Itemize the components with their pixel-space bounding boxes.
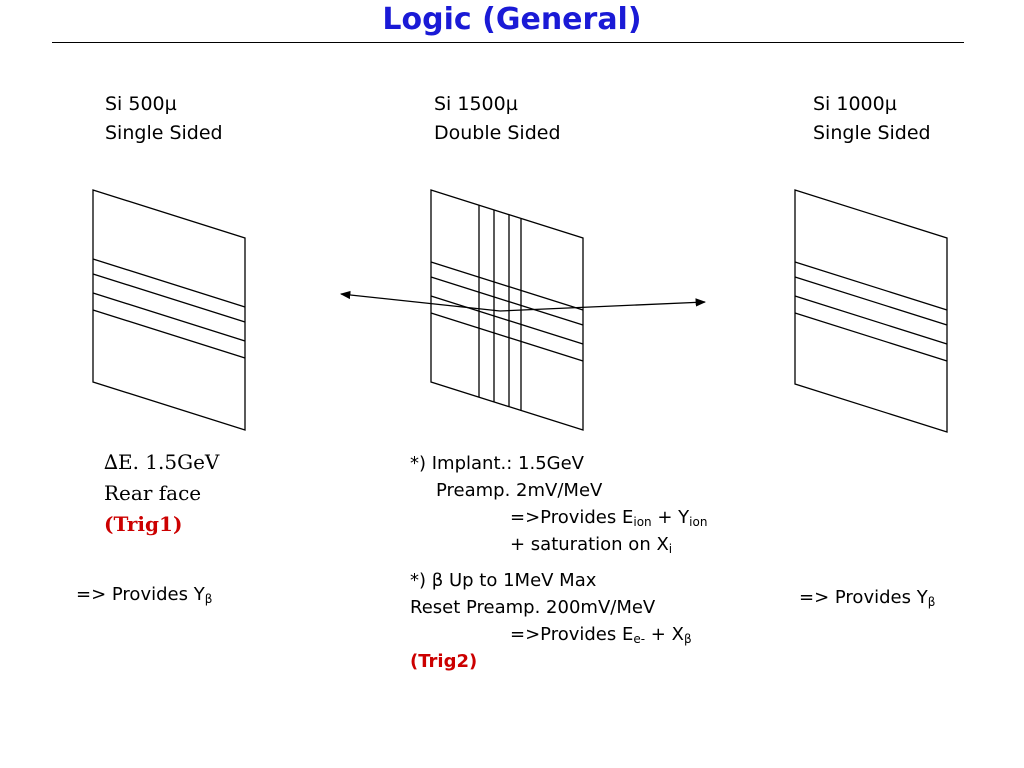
detector-type: Single Sided xyxy=(813,122,931,144)
trajectory-arrow-right xyxy=(499,298,707,312)
detector-plate xyxy=(430,189,584,431)
detector-type: Double Sided xyxy=(434,122,561,144)
strip-line xyxy=(794,295,948,345)
reset-preamp-line: Reset Preamp. 200mV/MeV xyxy=(410,597,656,618)
center-note-beta: *) β Up to 1MeV Max Reset Preamp. 200mV/… xyxy=(410,567,692,675)
strip-line xyxy=(794,312,948,362)
detector-type: Single Sided xyxy=(105,122,223,144)
strip-line xyxy=(92,309,246,359)
detector-label-right: Si 1000µ Single Sided xyxy=(813,90,931,148)
detector-plate xyxy=(92,189,246,431)
right-provides: => Provides Yβ xyxy=(799,587,936,609)
left-note-face: Rear face xyxy=(104,481,202,505)
detector-plate xyxy=(794,189,948,433)
beta-symbol: β xyxy=(431,570,444,591)
beta-line: *) β Up to 1MeV Max xyxy=(410,570,597,591)
detector-name: Si 1500µ xyxy=(434,93,518,115)
strip-line xyxy=(92,292,246,342)
detector-name: Si 500µ xyxy=(105,93,177,115)
saturation-line: + saturation on Xi xyxy=(510,534,673,556)
strip-line xyxy=(92,258,246,308)
preamp-line: Preamp. 2mV/MeV xyxy=(436,480,603,501)
strip-line xyxy=(430,261,584,311)
trig2-label: (Trig2) xyxy=(410,651,478,672)
strip-line xyxy=(794,276,948,326)
delta-symbol: ∆ xyxy=(104,450,118,474)
strip-line xyxy=(430,312,584,362)
trajectory-arrow-left xyxy=(339,290,501,312)
detector-center xyxy=(430,189,584,431)
left-note: ∆E. 1.5GeV Rear face (Trig1) xyxy=(104,447,219,540)
strip-line xyxy=(92,273,246,323)
left-note-trigger: (Trig1) xyxy=(104,512,183,536)
provides-ion-line: =>Provides Eion + Yion xyxy=(510,507,708,529)
provides-electron-line: =>Provides Ee- + Xβ xyxy=(510,624,692,646)
detector-left xyxy=(92,189,246,431)
strip-line xyxy=(794,261,948,311)
implant-line: *) Implant.: 1.5GeV xyxy=(410,453,584,474)
detector-label-center: Si 1500µ Double Sided xyxy=(434,90,561,148)
detector-right xyxy=(794,189,948,433)
strip-line xyxy=(430,295,584,345)
detector-name: Si 1000µ xyxy=(813,93,897,115)
left-provides: => Provides Yβ xyxy=(76,584,213,606)
title-divider xyxy=(52,42,964,43)
center-note-implant: *) Implant.: 1.5GeV Preamp. 2mV/MeV =>Pr… xyxy=(410,450,707,558)
page-title: Logic (General) xyxy=(382,2,642,37)
strip-line xyxy=(430,276,584,326)
left-note-energy: ∆E. 1.5GeV xyxy=(104,450,220,474)
detector-label-left: Si 500µ Single Sided xyxy=(105,90,223,148)
